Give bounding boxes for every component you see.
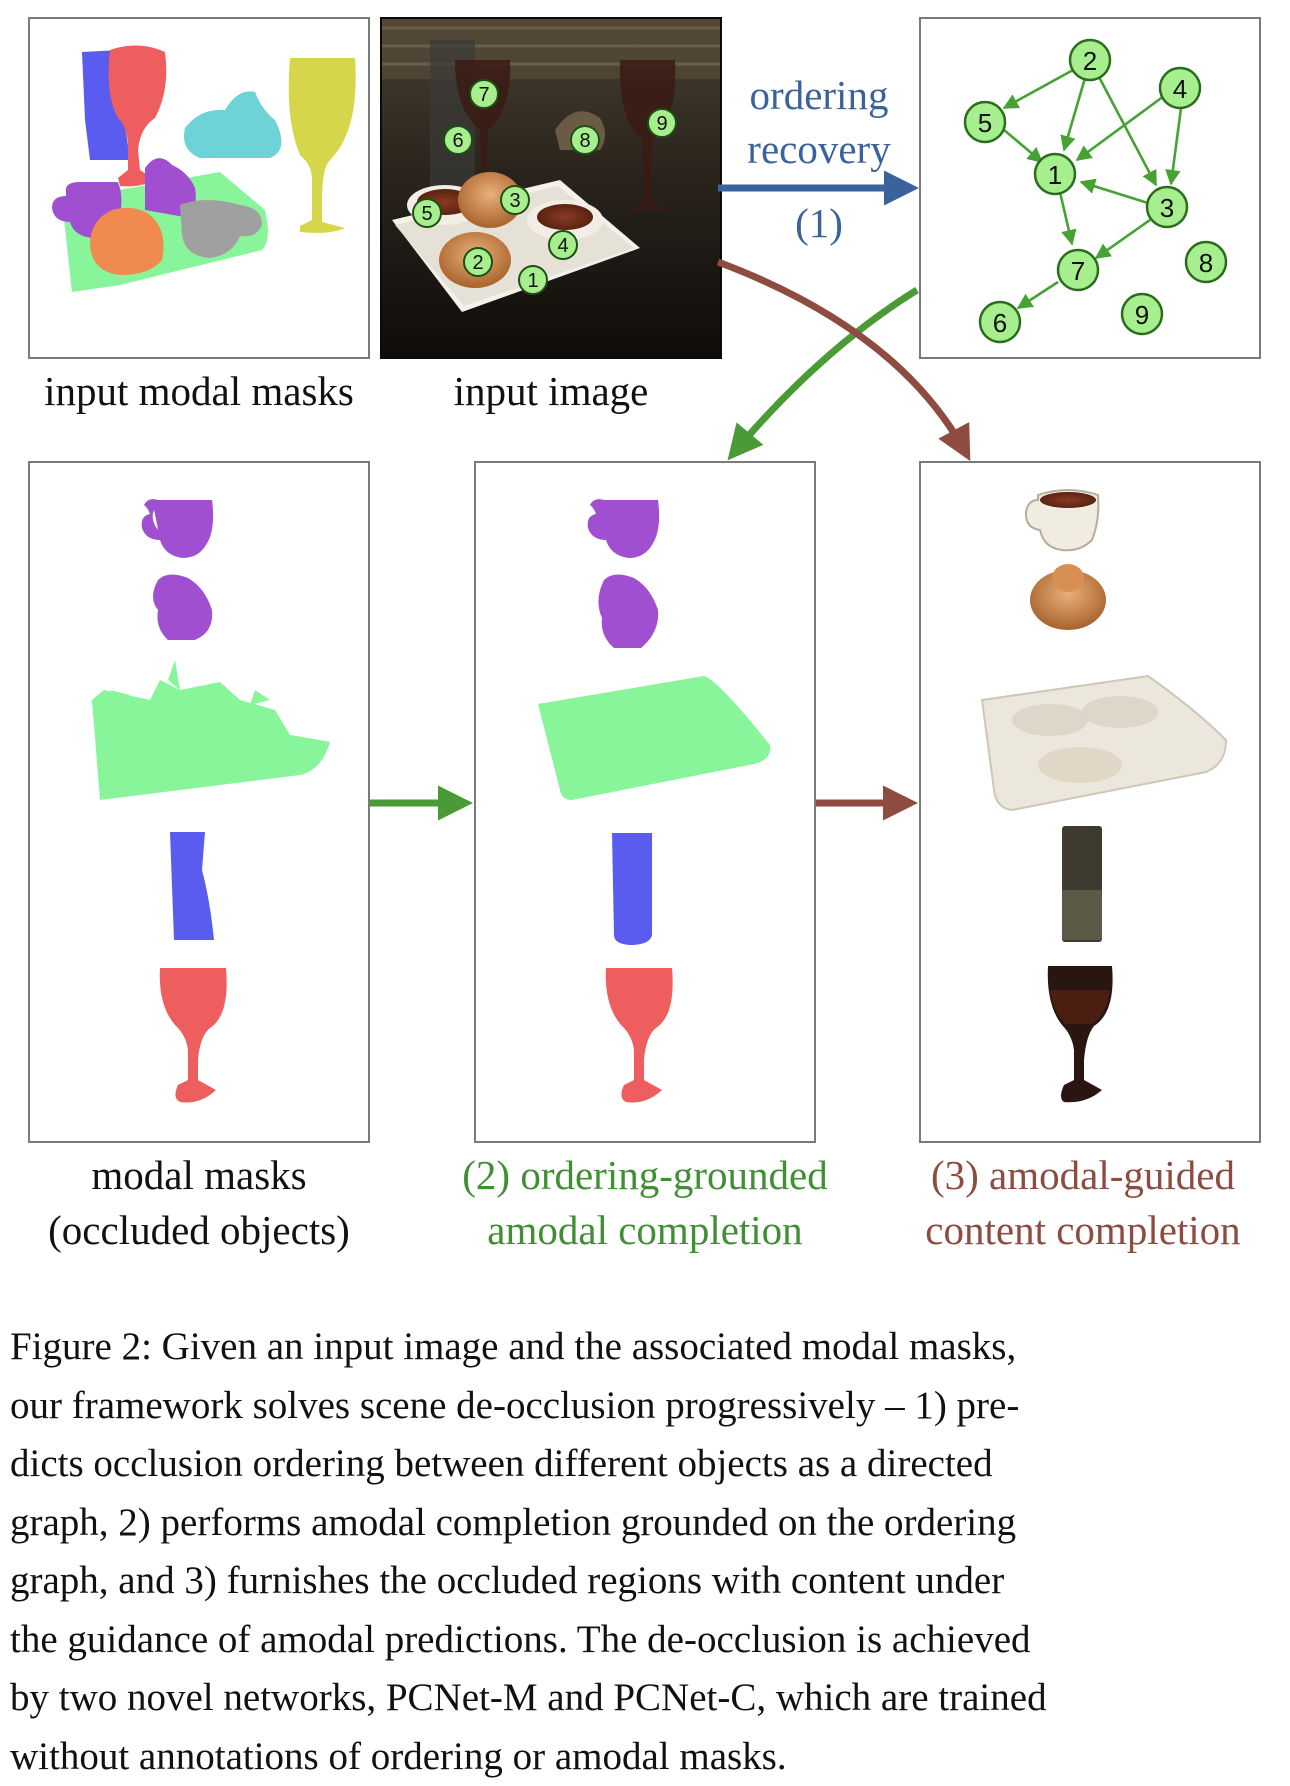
photo-node-5: 5 [413,199,441,227]
ordering-recovery-label-line2: recovery [716,122,922,177]
step2-label-line2: amodal completion [430,1203,860,1258]
photo-node-1: 1 [519,266,547,294]
photo-node-3: 3 [501,186,529,214]
edge-5-1 [1004,130,1042,162]
photo-node-4: 4 [549,231,577,259]
photo-node-9: 9 [648,109,676,137]
photo-node-label: 7 [478,84,489,106]
caption-line: our framework solves scene de-occlusion … [10,1377,1280,1436]
photo-node-label: 9 [656,113,667,135]
amodal-masks-art [538,499,770,1102]
graph-node-label: 2 [1083,46,1097,76]
input-image-art [382,19,720,357]
graph-node-label: 8 [1199,248,1213,278]
caption-line: by two novel networks, PCNet-M and PCNet… [10,1669,1280,1728]
graph-node-5: 5 [965,102,1005,142]
step3-label-line1: (3) amodal-guided [878,1148,1288,1203]
graph-node-9: 9 [1122,294,1162,334]
content-completion-art [982,490,1226,1102]
caption-line: graph, and 3) furnishes the occluded reg… [10,1552,1280,1611]
graph-node-4: 4 [1160,68,1200,108]
photo-node-label: 8 [579,130,590,152]
photo-node-2: 2 [464,248,492,276]
edge-4-1 [1077,96,1164,160]
step2-label-line1: (2) ordering-grounded [430,1148,860,1203]
caption-line: graph, 2) performs amodal completion gro… [10,1494,1280,1553]
graph-node-label: 6 [993,308,1007,338]
photo-node-6: 6 [444,126,472,154]
edge-3-7 [1096,220,1150,258]
edge-2-1 [1064,78,1085,150]
caption-line: Figure 2: Given an input image and the a… [10,1318,1280,1377]
photo-node-label: 2 [472,252,483,274]
graph-node-2: 2 [1070,40,1110,80]
modal-masks-art [92,499,330,1102]
edge-2-3 [1099,77,1156,185]
edge-3-1 [1081,182,1148,203]
graph-node-label: 7 [1071,256,1085,286]
figure-caption: Figure 2: Given an input image and the a… [10,1318,1280,1786]
modal-masks-label-line2: (occluded objects) [0,1203,398,1258]
graph-node-3: 3 [1147,187,1187,227]
edge-2-5 [1004,70,1073,108]
input-image-label: input image [352,364,750,419]
graph-node-label: 3 [1160,193,1174,223]
photo-node-label: 6 [452,130,463,152]
graph-node-label: 9 [1135,300,1149,330]
edge-4-3 [1171,108,1181,184]
input-modal-masks-art [52,45,356,292]
graph-node-7: 7 [1058,250,1098,290]
modal-masks-label-line1: modal masks [0,1148,398,1203]
graph-node-1: 1 [1035,154,1075,194]
photo-node-8: 8 [571,126,599,154]
graph-node-6: 6 [980,302,1020,342]
photo-node-label: 4 [557,235,568,257]
photo-node-label: 3 [509,190,520,212]
input-modal-masks-label: input modal masks [0,364,398,419]
caption-line: the guidance of amodal predictions. The … [10,1611,1280,1670]
photo-node-7: 7 [470,80,498,108]
photo-node-label: 5 [421,203,432,225]
caption-line: without annotations of ordering or amoda… [10,1728,1280,1786]
ordering-recovery-label-line1: ordering [716,68,922,123]
edge-7-6 [1018,282,1058,308]
graph-node-label: 1 [1048,160,1062,190]
caption-line: dicts occlusion ordering between differe… [10,1435,1280,1494]
step3-label-line2: content completion [878,1203,1288,1258]
figure-artwork: 7 6 8 9 3 5 4 2 1 2 4 5 1 3 7 8 6 9 [0,0,1290,1318]
graph-node-8: 8 [1186,242,1226,282]
photo-node-label: 1 [527,270,538,292]
edge-1-7 [1060,192,1072,244]
graph-node-label: 4 [1173,74,1187,104]
graph-node-label: 5 [978,108,992,138]
ordering-recovery-step: (1) [716,196,922,251]
